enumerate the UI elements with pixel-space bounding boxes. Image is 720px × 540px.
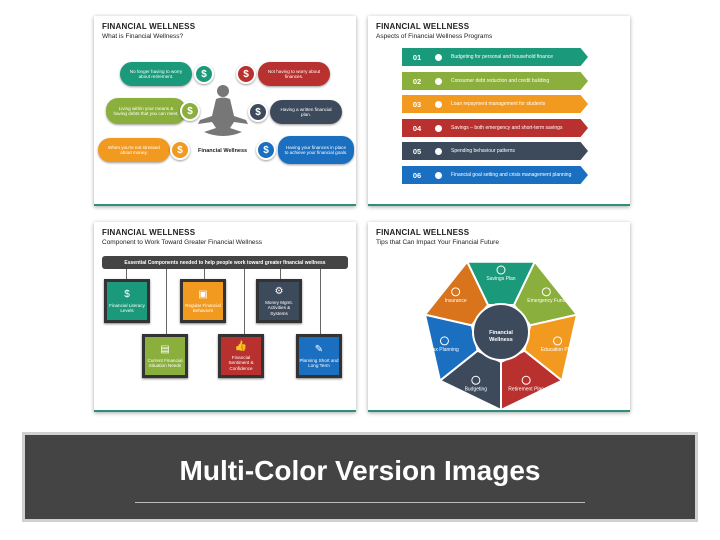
wheel-segment-label: Retirement Plan [508,386,544,392]
dollar-coin-icon: $ [236,64,256,84]
footer-banner: Multi-Color Version Images [22,432,698,522]
box-regular-behaviors: ▣ Regular Financial Behaviors [180,279,226,323]
wheel-center-label: Financial [489,330,513,336]
slide-title: FINANCIAL WELLNESS [376,228,470,237]
bubble-retirement: No longer having to worry about retireme… [120,62,192,86]
components-banner: Essential Components needed to help peop… [102,256,348,269]
segment-icon [496,265,506,275]
slide-subtitle: Tips that Can Impact Your Financial Futu… [376,239,499,246]
money-bag-icon: $ [124,288,130,300]
wheel-segment-label: Emergency Fund [527,298,565,304]
segment-icon [451,287,461,297]
segment-icon [521,375,531,385]
slide-thumbnail-components[interactable]: FINANCIAL WELLNESS Component to Work Tow… [94,222,356,412]
segment-icon [541,287,551,297]
thumbs-up-icon: 👍 [234,340,248,352]
wheel-segment [423,259,490,327]
wallet-icon: ▣ [198,288,208,300]
slide-title: FINANCIAL WELLNESS [102,22,196,31]
wheel-segment-label: Tax Planning [430,347,459,353]
wheel-segment-label: Insurance [445,298,467,304]
slide-thumbnail-aspects[interactable]: FINANCIAL WELLNESS Aspects of Financial … [368,16,630,206]
segment-icon [439,336,449,346]
wheel-segment-label: Budgeting [465,386,488,392]
slide-subtitle: Component to Work Toward Greater Financi… [102,239,263,246]
bubble-finances: Not having to worry about finances. [258,62,330,86]
meditation-figure-icon [198,85,248,136]
dollar-coin-icon: $ [256,140,276,160]
center-label: Financial Wellness [198,148,248,154]
slide-subtitle: What is Financial Wellness? [102,33,184,40]
dollar-coin-icon: $ [248,102,268,122]
bubble-within-means: Living within your means & having debts … [106,98,186,124]
wheel-segment-label: Education Plan [541,347,575,353]
segment-icon [553,336,563,346]
chart-icon: ▤ [160,343,170,355]
bubble-not-stressed: When you're not stressed about money. [98,138,170,162]
slide-thumbnail-tips[interactable]: FINANCIAL WELLNESS Tips that Can Impact … [368,222,630,412]
wheel-segment-label: Savings Plan [486,276,515,282]
box-financial-literacy: $ Financial Literacy Levels [104,279,150,323]
slide-thumbnail-what-is[interactable]: FINANCIAL WELLNESS What is Financial Wel… [94,16,356,206]
bubble-financial-goals: Having your finances in place to achieve… [278,136,354,164]
bubble-written-plan: Having a written financial plan. [270,100,342,124]
slide-subtitle: Aspects of Financial Wellness Programs [376,33,493,40]
pencil-icon: ✎ [314,343,324,355]
footer-title: Multi-Color Version Images [179,455,541,486]
wheel-center-label: Wellness [489,337,513,343]
dollar-coin-icon: $ [170,140,190,160]
dollar-coin-icon: $ [180,101,200,121]
segment-icon [471,375,481,385]
slide-title: FINANCIAL WELLNESS [102,228,196,237]
wheel-center [472,303,530,361]
footer-divider [135,502,585,503]
slide-title: FINANCIAL WELLNESS [376,22,470,31]
box-sentiment: 👍 Financial Sentiment & Confidence [218,334,264,378]
dollar-coin-icon: $ [194,64,214,84]
box-planning: ✎ Planning Short and Long Term [296,334,342,378]
gear-icon: ⚙ [274,285,284,297]
box-money-mgmt: ⚙ Money Mgmt. Activities & Systems [256,279,302,323]
box-current-situation: ▤ Current Financial Situation Needs [142,334,188,378]
